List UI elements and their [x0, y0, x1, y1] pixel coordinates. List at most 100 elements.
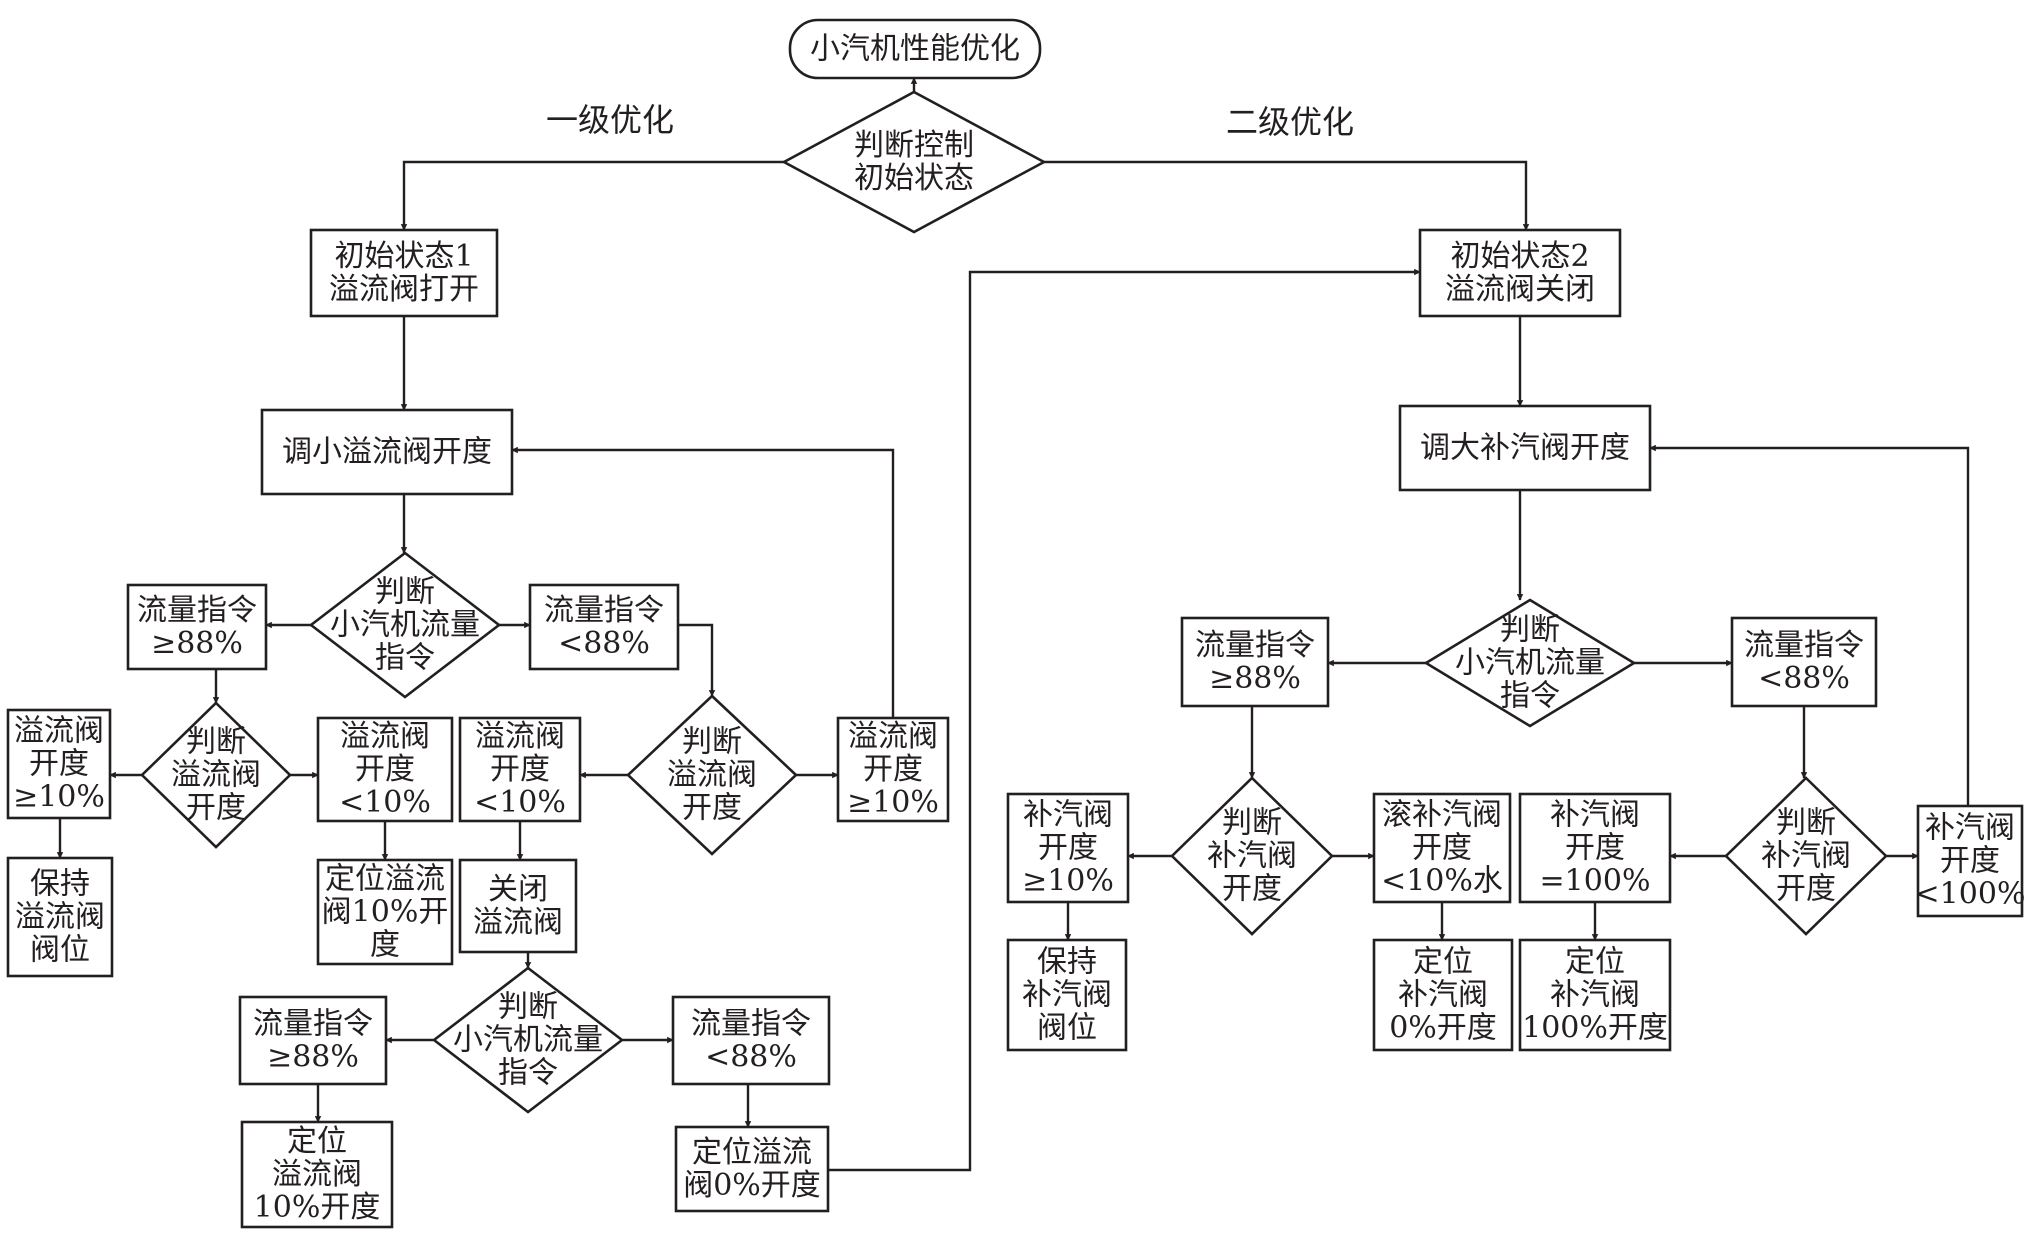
node-label: 开度	[1940, 844, 2000, 879]
node-label: 0%开度	[1389, 1011, 1497, 1046]
node-label: ≥88%	[267, 1040, 359, 1075]
node-label: 定位溢流	[692, 1135, 812, 1170]
process-box	[528, 583, 680, 671]
process-box	[458, 716, 582, 823]
node-r-supply-eq100: 补汽阀开度=100%	[1518, 792, 1672, 904]
node-r-supply-ge10: 补汽阀开度≥10%	[1006, 792, 1130, 904]
node-l-flow-ge88: 流量指令≥88%	[126, 583, 268, 671]
process-box	[6, 856, 114, 978]
node-label: 阀10%开	[322, 895, 449, 930]
node-label: 指令	[375, 641, 435, 676]
process-box	[1418, 228, 1622, 318]
node-label: 补汽阀	[1550, 978, 1640, 1013]
node-label: 开度	[1222, 872, 1282, 907]
node-label: 开度	[490, 752, 550, 787]
node-label: <10%	[339, 785, 431, 820]
node-label: 度	[370, 928, 400, 963]
process-box	[458, 858, 578, 954]
node-label: 开度	[1565, 831, 1625, 866]
decision-diamond	[308, 551, 502, 699]
node-label: =100%	[1540, 864, 1651, 899]
node-label: 流量指令	[253, 1007, 373, 1042]
node-label: 补汽阀	[1207, 839, 1297, 874]
node-label: 判断	[375, 575, 435, 610]
node-label: 开度	[186, 791, 246, 826]
node-label: 溢流阀	[171, 758, 261, 793]
node-r-supply-lt100: 补汽阀开度<100%	[1915, 804, 2026, 918]
process-box	[309, 228, 499, 318]
decision-diamond	[1170, 776, 1334, 936]
process-box	[1916, 804, 2024, 918]
node-label: 初始状态	[854, 161, 974, 196]
node-label: 调小溢流阀开度	[282, 435, 492, 470]
branch-label-level2: 二级优化	[1226, 103, 1354, 141]
process-box	[316, 858, 454, 966]
node-label: 开度	[1412, 831, 1472, 866]
node-label: 定位	[1413, 945, 1473, 980]
node-label: <10%水	[1381, 864, 1503, 899]
decision-diamond	[1423, 598, 1637, 728]
process-box	[674, 1125, 830, 1213]
node-label: <88%	[705, 1040, 797, 1075]
decision-diamond	[1724, 776, 1888, 936]
process-box	[1180, 616, 1330, 708]
node-label: 补汽阀	[1925, 811, 2015, 846]
node-label: 流量指令	[137, 593, 257, 628]
node-label: 溢流阀	[473, 905, 563, 940]
process-box	[1372, 792, 1512, 904]
node-label: 溢流阀	[475, 719, 565, 754]
node-label: <100%	[1915, 877, 2026, 912]
node-label: 开度	[682, 791, 742, 826]
decision-diamond	[626, 694, 798, 856]
node-label: 开度	[355, 752, 415, 787]
node-label: 小汽机流量	[1455, 646, 1605, 681]
connector-arrow	[511, 446, 895, 718]
node-l-overflow-ge10-b: 溢流阀开度≥10%	[836, 716, 950, 823]
node-label: 100%开度	[1522, 1011, 1668, 1046]
node-label: 溢流阀打开	[329, 272, 479, 307]
node-label: 溢流阀	[272, 1157, 362, 1192]
node-label: 小汽机性能优化	[810, 32, 1020, 67]
node-label: ≥10%	[847, 785, 939, 820]
connector-arrow	[400, 160, 784, 231]
node-label: 初始状态2	[1450, 239, 1589, 274]
connector-arrow	[1649, 444, 1970, 806]
decision-diamond	[431, 966, 625, 1114]
node-label: 调大补汽阀开度	[1420, 431, 1630, 466]
node-label: 小汽机流量	[453, 1023, 603, 1058]
node-label: 定位溢流	[325, 862, 445, 897]
process-box	[1518, 792, 1672, 904]
node-label: 流量指令	[691, 1007, 811, 1042]
branch-label-level1: 一级优化	[546, 101, 674, 139]
node-label: 保持	[1037, 945, 1097, 980]
node-label: 溢流阀	[340, 719, 430, 754]
node-label: 开度	[29, 747, 89, 782]
node-label: 开度	[1776, 872, 1836, 907]
node-l-overflow-lt10-a: 溢流阀开度<10%	[316, 716, 454, 823]
node-label: 补汽阀	[1022, 978, 1112, 1013]
node-label: 溢流阀	[15, 900, 105, 935]
node-label: <88%	[1758, 661, 1850, 696]
node-label: 小汽机流量	[330, 608, 480, 643]
node-label: <88%	[558, 626, 650, 661]
node-label: 溢流阀	[667, 758, 757, 793]
node-label: 溢流阀	[14, 714, 104, 749]
process-box	[6, 708, 112, 820]
node-label: 滚补汽阀	[1382, 798, 1502, 833]
